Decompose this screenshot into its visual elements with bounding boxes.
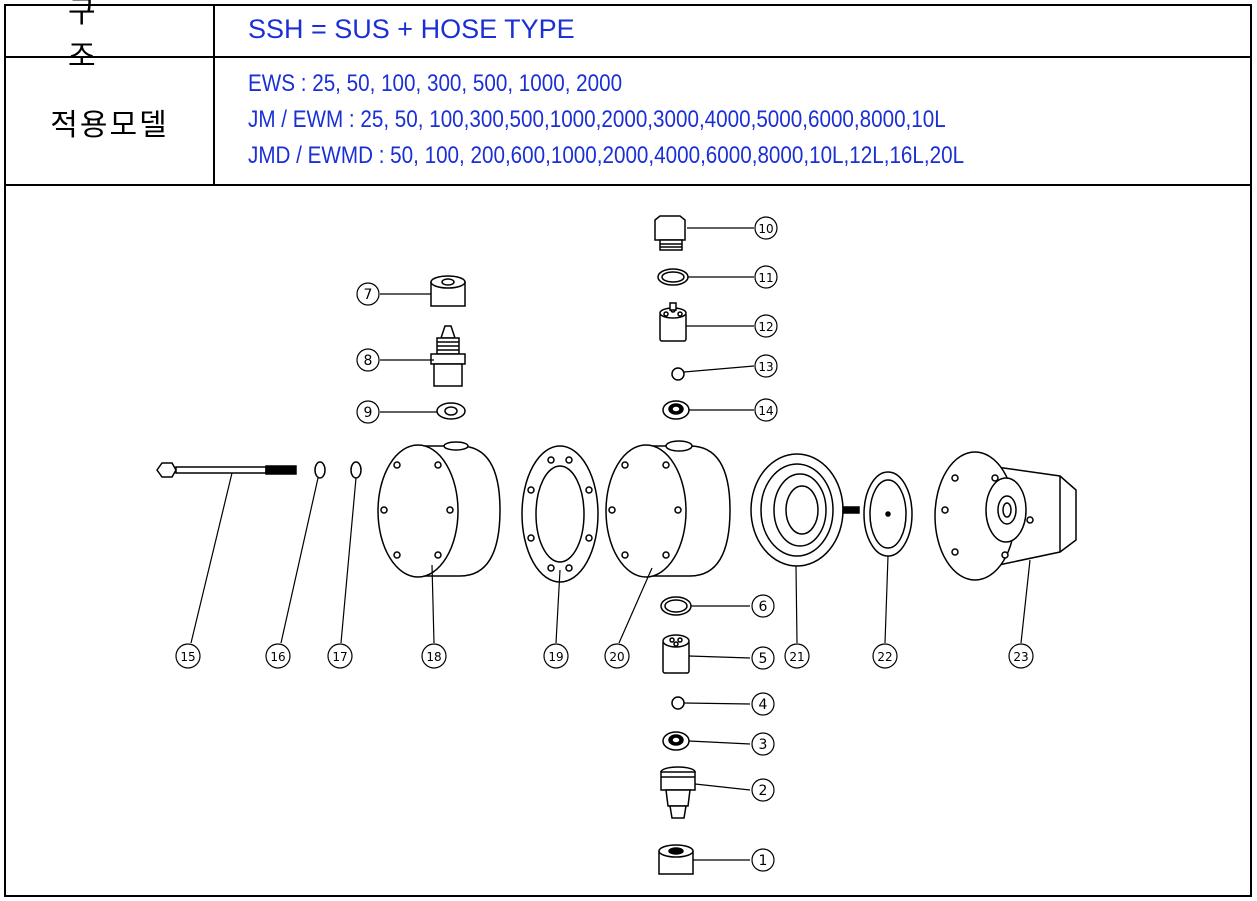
- structure-value: SSH = SUS + HOSE TYPE: [248, 14, 575, 44]
- callout-16: 16: [270, 650, 285, 664]
- leader-lines: [190, 227, 1031, 861]
- row-divider-1: [4, 56, 1252, 58]
- callout-circle-4: [751, 692, 775, 716]
- callout-circle-11: [754, 265, 778, 289]
- small-ring-part-2: [350, 461, 362, 479]
- callout-17: 17: [332, 650, 347, 664]
- callout-4: 4: [759, 697, 768, 713]
- callout-circle-1: [751, 848, 775, 872]
- o-ring-lower-part: [660, 596, 692, 616]
- callout-circle-13: [754, 354, 778, 378]
- callout-circle-7: [356, 282, 380, 306]
- callout-circle-21: [784, 643, 810, 669]
- valve-guide-lower-part: [662, 634, 690, 674]
- column-divider: [213, 4, 215, 185]
- callout-7: 7: [364, 287, 373, 303]
- callout-10: 10: [758, 222, 773, 236]
- callout-circle-3: [751, 732, 775, 756]
- callout-circle-14: [754, 398, 778, 422]
- callouts: [175, 216, 1034, 872]
- callout-22: 22: [877, 650, 892, 664]
- callout-12: 12: [758, 320, 773, 334]
- callout-circle-17: [327, 643, 353, 669]
- drive-housing-part: [934, 451, 1077, 581]
- small-ring-part: [314, 461, 326, 479]
- hose-fitting-part: [430, 325, 466, 387]
- valve-guide-part: [659, 302, 687, 342]
- callout-5: 5: [759, 651, 768, 667]
- callout-8: 8: [364, 353, 373, 369]
- spec-table-frame: [4, 4, 1252, 897]
- model-line-jmd-ewmd: JMD / EWMD : 50, 100, 200,600,1000,2000,…: [248, 142, 965, 169]
- model-line-ews: EWS : 25, 50, 100, 300, 500, 1000, 2000: [248, 70, 623, 97]
- valve-seat-lower-part: [662, 731, 690, 751]
- callout-numbers: 1 2 3 4 5 6 7 8 9 10 11 12 13 14 15 16 1…: [180, 222, 1028, 869]
- gasket-part: [521, 445, 599, 583]
- callout-circle-23: [1008, 643, 1034, 669]
- callout-2: 2: [759, 783, 768, 799]
- callout-1: 1: [759, 853, 768, 869]
- hose-connector-part: [660, 766, 696, 819]
- pump-housing-part: [377, 441, 501, 578]
- callout-3: 3: [759, 737, 768, 753]
- bolt-part: [156, 462, 297, 478]
- callout-circle-15: [175, 643, 201, 669]
- callout-circle-20: [604, 643, 630, 669]
- callout-11: 11: [758, 271, 773, 285]
- callout-circle-9: [356, 400, 380, 424]
- callout-circle-18: [421, 643, 447, 669]
- o-ring-part: [657, 268, 689, 286]
- callout-circle-16: [265, 643, 291, 669]
- applicable-model-list: EWS : 25, 50, 100, 300, 500, 1000, 2000 …: [248, 66, 964, 174]
- pump-head-part: [605, 440, 731, 578]
- callout-circle-22: [872, 643, 898, 669]
- callout-15: 15: [180, 650, 195, 664]
- callout-circle-2: [751, 778, 775, 802]
- callout-14: 14: [758, 404, 773, 418]
- callout-6: 6: [759, 599, 768, 615]
- callout-circle-8: [356, 348, 380, 372]
- callout-20: 20: [609, 650, 624, 664]
- callout-circle-12: [754, 314, 778, 338]
- callout-13: 13: [758, 360, 773, 374]
- cap-part: [654, 215, 686, 251]
- check-ball-lower-part: [671, 696, 685, 710]
- callout-21: 21: [789, 650, 804, 664]
- callout-circle-10: [754, 216, 778, 240]
- applicable-model-label: 적용모델: [50, 108, 169, 143]
- nut-lower-part: [658, 844, 694, 875]
- washer-part: [436, 402, 466, 420]
- callout-18: 18: [426, 650, 441, 664]
- check-ball-part: [671, 367, 685, 381]
- row-divider-2: [4, 184, 1252, 186]
- callout-23: 23: [1013, 650, 1028, 664]
- diaphragm-assembly-part: [750, 453, 860, 567]
- valve-seat-part: [662, 400, 690, 420]
- callout-19: 19: [548, 650, 563, 664]
- callout-9: 9: [364, 405, 373, 421]
- callout-circle-6: [751, 594, 775, 618]
- model-line-jm-ewm: JM / EWM : 25, 50, 100,300,500,1000,2000…: [248, 106, 946, 133]
- callout-circle-19: [543, 643, 569, 669]
- callout-circle-5: [751, 646, 775, 670]
- nut-part: [430, 275, 466, 307]
- disc-part: [863, 471, 913, 557]
